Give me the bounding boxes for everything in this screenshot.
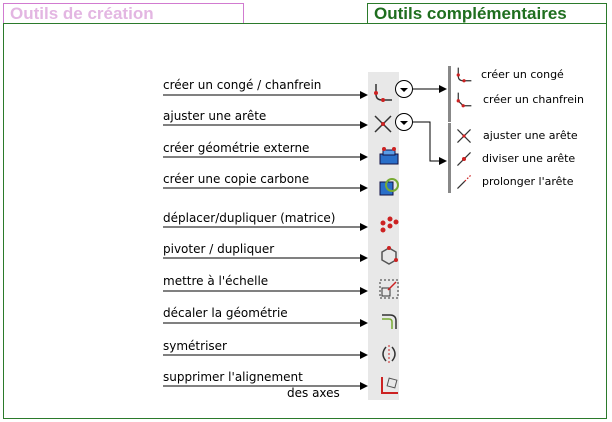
label-fillet-chamfer: créer un congé / chanfrein: [163, 78, 322, 92]
trim-dropdown-icon[interactable]: [395, 113, 413, 131]
toolbar: [368, 72, 399, 400]
scale-icon[interactable]: [378, 278, 400, 300]
label-scale: mettre à l'échelle: [163, 274, 269, 288]
label-move-duplicate: déplacer/dupliquer (matrice): [163, 211, 336, 225]
sub-create-fillet[interactable]: créer un congé: [481, 68, 564, 81]
fillet-dropdown-icon[interactable]: [395, 80, 413, 98]
split-edge-icon[interactable]: [455, 150, 473, 168]
external-geometry-icon[interactable]: [378, 145, 400, 167]
trim-edge-icon[interactable]: [372, 113, 394, 135]
symmetry-icon[interactable]: [378, 343, 400, 365]
trim-edge-sub-icon[interactable]: [455, 127, 473, 145]
offset-icon[interactable]: [378, 310, 400, 332]
move-duplicate-icon[interactable]: [378, 214, 400, 236]
label-remove-axis-alignment: supprimer l'alignement: [163, 370, 303, 384]
tab-outils-creation[interactable]: Outils de création: [3, 3, 244, 23]
remove-axis-alignment-icon[interactable]: [378, 375, 400, 397]
label-symmetry: symétriser: [163, 339, 227, 353]
extend-edge-icon[interactable]: [455, 173, 473, 191]
label-offset: décaler la géométrie: [163, 306, 288, 320]
carbon-copy-icon[interactable]: [378, 176, 400, 198]
sub-split-edge[interactable]: diviser une arête: [482, 152, 576, 165]
fillet-chamfer-icon[interactable]: [372, 82, 394, 104]
label-external-geometry: créer géométrie externe: [163, 141, 310, 155]
create-chamfer-icon[interactable]: [455, 91, 473, 109]
create-fillet-icon[interactable]: [455, 66, 473, 84]
label-trim-edge: ajuster une arête: [163, 109, 267, 123]
label-carbon-copy: créer une copie carbone: [163, 172, 310, 186]
rotate-duplicate-icon[interactable]: [378, 245, 400, 267]
tab-outils-complementaires[interactable]: Outils complémentaires: [367, 3, 607, 23]
fillet-submenu-bar: [448, 66, 451, 122]
tools-panel: [3, 23, 607, 419]
sub-trim-edge[interactable]: ajuster une arête: [483, 129, 578, 142]
trim-submenu-bar: [448, 123, 451, 193]
sub-extend-edge[interactable]: prolonger l'arête: [482, 175, 574, 188]
label-rotate-duplicate: pivoter / dupliquer: [163, 242, 275, 256]
label-remove-axis-alignment-2: des axes: [287, 386, 340, 400]
sub-create-chamfer[interactable]: créer un chanfrein: [483, 93, 585, 106]
